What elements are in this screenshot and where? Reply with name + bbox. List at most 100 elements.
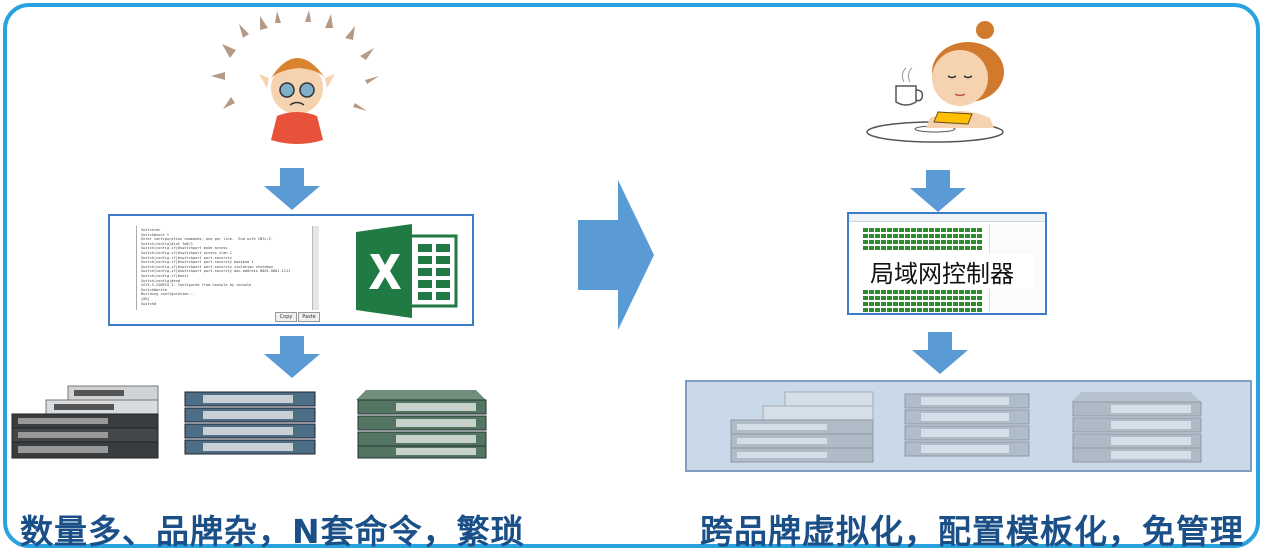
- port-cell: [875, 308, 880, 312]
- port-cell: [947, 296, 952, 300]
- port-cell: [875, 234, 880, 238]
- port-cell: [953, 302, 958, 306]
- terminal-line: Switch#write: [141, 287, 167, 292]
- port-cell: [893, 296, 898, 300]
- port-cell: [977, 240, 982, 244]
- port-cell: [893, 302, 898, 306]
- port-cell: [971, 302, 976, 306]
- terminal-line: Switch(config-if)#switchport port-securi…: [141, 269, 291, 274]
- port-cell: [947, 234, 952, 238]
- port-row: [863, 302, 982, 306]
- excel-icon: [356, 224, 458, 318]
- port-cell: [887, 240, 892, 244]
- port-cell: [947, 308, 952, 312]
- port-cell: [977, 234, 982, 238]
- port-cell: [863, 296, 868, 300]
- port-cell: [893, 246, 898, 250]
- port-cell: [893, 308, 898, 312]
- port-cell: [971, 246, 976, 250]
- port-cell: [929, 302, 934, 306]
- port-cell: [941, 246, 946, 250]
- port-cell: [977, 246, 982, 250]
- controller-tabbar: [849, 214, 1045, 222]
- terminal-line: Switch(config-if)#exit: [141, 273, 189, 278]
- terminal-line: Switch(config)#int fa0/1: [141, 241, 193, 246]
- port-cell: [947, 246, 952, 250]
- port-cell: [905, 296, 910, 300]
- port-cell: [881, 234, 886, 238]
- port-cell: [923, 308, 928, 312]
- port-cell: [887, 228, 892, 232]
- terminal-line: Switch#: [141, 301, 157, 306]
- port-cell: [887, 234, 892, 238]
- port-cell: [923, 234, 928, 238]
- port-cell: [869, 290, 874, 294]
- port-cell: [899, 302, 904, 306]
- port-cell: [869, 246, 874, 250]
- port-cell: [953, 228, 958, 232]
- port-cell: [887, 290, 892, 294]
- port-cell: [893, 228, 898, 232]
- port-cell: [881, 290, 886, 294]
- down-arrow-icon: [912, 332, 968, 374]
- port-cell: [893, 234, 898, 238]
- port-cell: [923, 246, 928, 250]
- port-cell: [929, 246, 934, 250]
- port-cell: [971, 234, 976, 238]
- port-cell: [941, 290, 946, 294]
- port-cell: [923, 240, 928, 244]
- port-cell: [977, 290, 982, 294]
- lan-controller-panel: 局域网控制器: [847, 212, 1047, 315]
- down-arrow-icon: [264, 168, 320, 210]
- port-cell: [929, 228, 934, 232]
- port-cell: [899, 296, 904, 300]
- port-cell: [977, 228, 982, 232]
- port-cell: [935, 246, 940, 250]
- port-cell: [911, 228, 916, 232]
- port-cell: [971, 290, 976, 294]
- port-cell: [947, 290, 952, 294]
- port-cell: [935, 240, 940, 244]
- port-cell: [959, 246, 964, 250]
- port-cell: [917, 302, 922, 306]
- port-cell: [905, 290, 910, 294]
- port-cell: [893, 240, 898, 244]
- port-cell: [899, 246, 904, 250]
- port-cell: [941, 240, 946, 244]
- port-cell: [959, 290, 964, 294]
- port-cell: [929, 240, 934, 244]
- terminal-scrollbar[interactable]: [312, 226, 319, 310]
- copy-button[interactable]: Copy: [275, 312, 297, 322]
- port-cell: [965, 228, 970, 232]
- port-cell: [905, 246, 910, 250]
- port-cell: [869, 308, 874, 312]
- outer-frame: [3, 3, 1260, 548]
- controller-label: 局域网控制器: [849, 254, 1035, 289]
- left-caption: 数量多、品牌杂，N套命令，繁琐: [20, 512, 525, 551]
- port-cell: [917, 290, 922, 294]
- port-row: [863, 246, 982, 250]
- port-cell: [905, 234, 910, 238]
- port-cell: [947, 228, 952, 232]
- terminal-line: [OK]: [141, 296, 150, 301]
- port-cell: [953, 290, 958, 294]
- port-cell: [959, 308, 964, 312]
- port-cell: [965, 240, 970, 244]
- port-cell: [941, 296, 946, 300]
- port-cell: [935, 228, 940, 232]
- port-cell: [881, 246, 886, 250]
- port-cell: [959, 234, 964, 238]
- port-cell: [917, 246, 922, 250]
- port-cell: [971, 240, 976, 244]
- stressed-person-illustration: [211, 10, 379, 144]
- paste-button[interactable]: Paste: [298, 312, 320, 322]
- down-arrow-icon: [264, 336, 320, 378]
- port-cell: [881, 296, 886, 300]
- port-cell: [869, 296, 874, 300]
- port-cell: [863, 234, 868, 238]
- port-cell: [971, 228, 976, 232]
- port-cell: [875, 296, 880, 300]
- terminal-line: Building configuration...: [141, 292, 196, 297]
